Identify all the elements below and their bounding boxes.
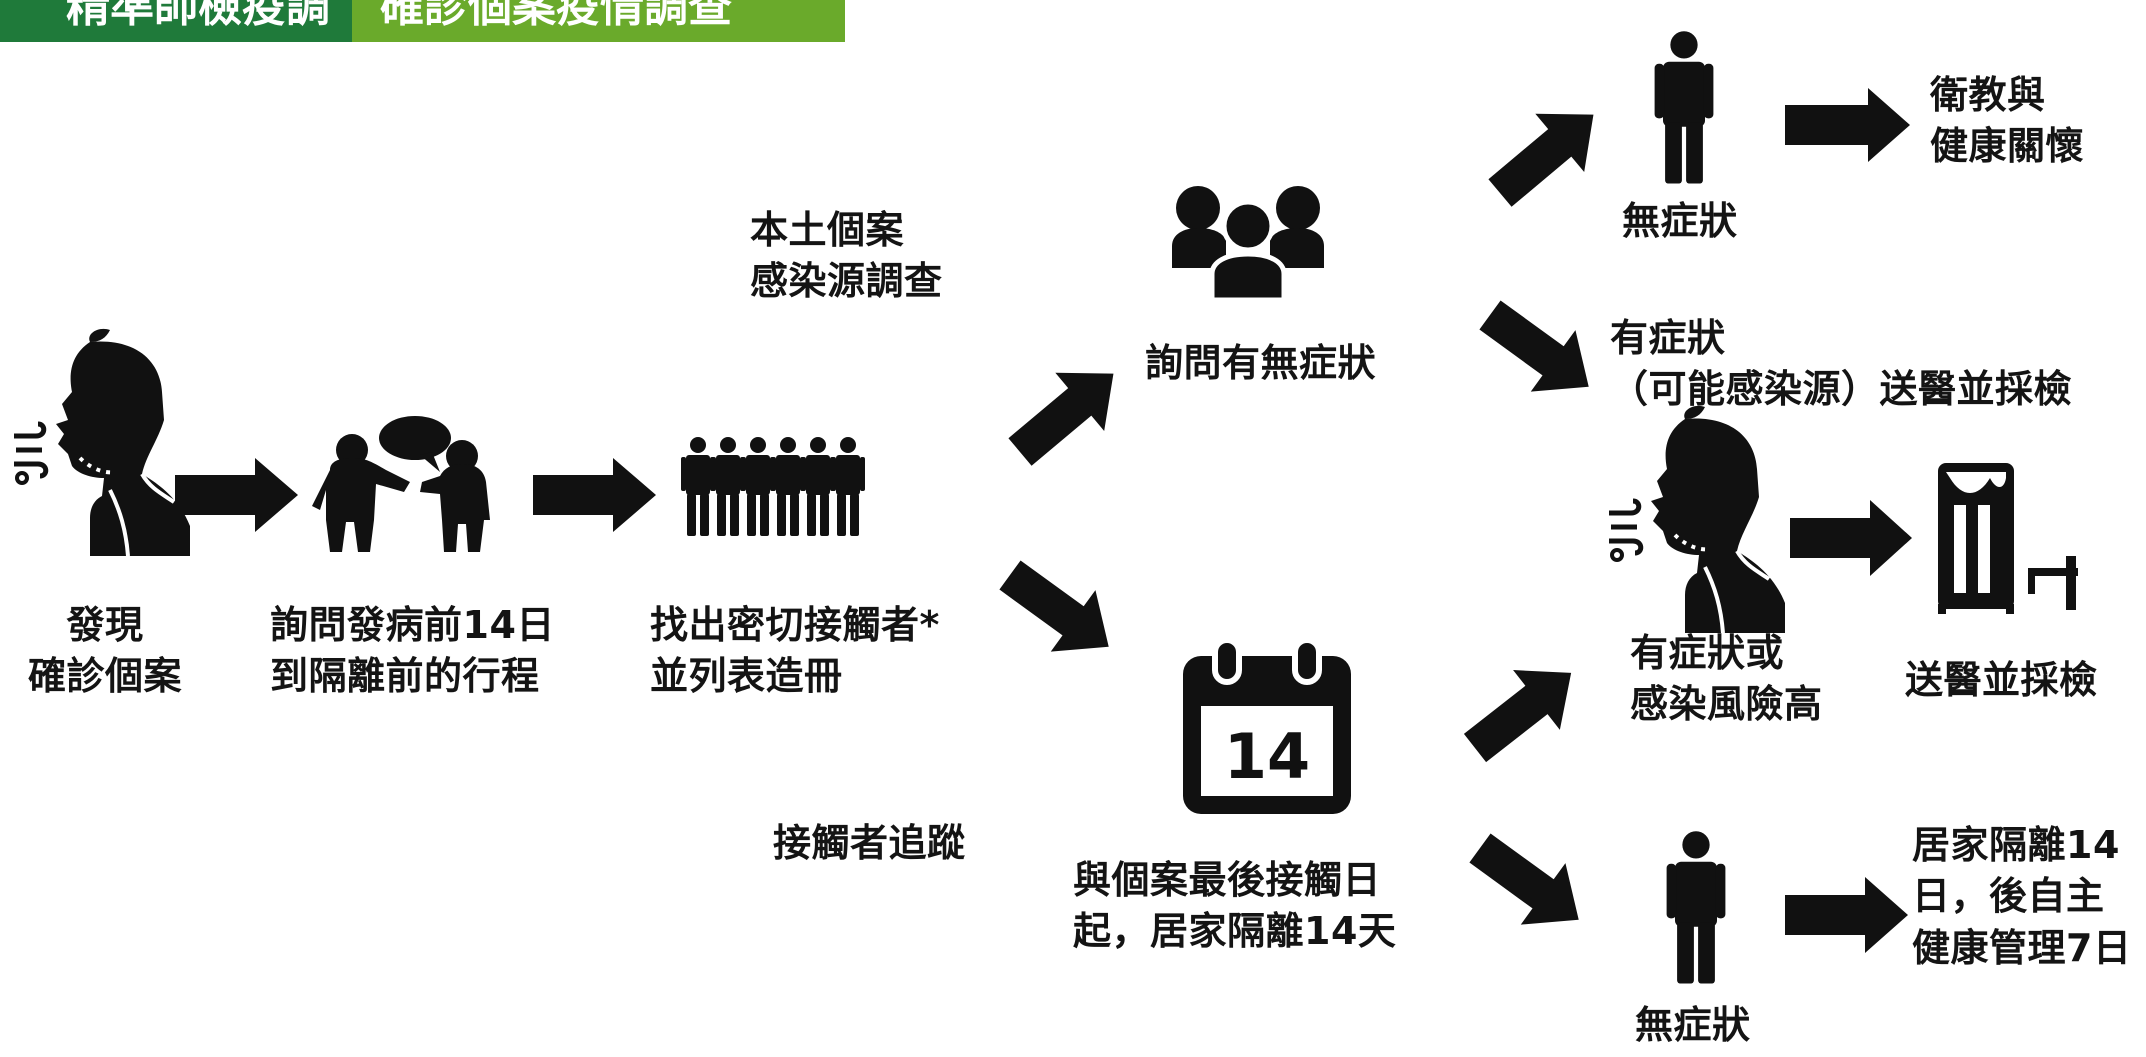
label-no-symptom-bottom: 無症狀 xyxy=(1635,1003,1751,1047)
crowd-icon xyxy=(681,437,865,536)
arrow-1 xyxy=(175,458,298,532)
arrow-down-top xyxy=(1479,300,1589,392)
label-local-source: 本土個案 感染源調查 xyxy=(750,208,943,304)
calendar-day: 14 xyxy=(1224,720,1310,793)
label-hospital-test: 送醫並採檢 xyxy=(1905,658,2098,702)
arrow-up-top xyxy=(1488,113,1594,207)
flow-arrows xyxy=(175,88,1912,953)
arrow-health-edu xyxy=(1785,88,1910,162)
arrow-up-mid xyxy=(1008,372,1114,466)
arrow-hospital xyxy=(1790,500,1912,576)
label-discover: 發現 確診個案 xyxy=(27,603,182,699)
arrow-down-mid xyxy=(999,560,1109,652)
header-right-text: 確診個案疫情調查 xyxy=(380,0,732,32)
arrow-2 xyxy=(533,458,656,532)
label-symptomatic-or-risk: 有症狀或 感染風險高 xyxy=(1630,631,1823,727)
calendar-icon: 14 xyxy=(1183,637,1351,814)
header-bar: 精準師檢疫調 確診個案疫情調查 xyxy=(0,0,845,42)
coughing-person-icon xyxy=(1609,406,1785,633)
arrow-up-bottom xyxy=(1463,670,1572,763)
arrow-down-bottom xyxy=(1469,833,1579,925)
conversation-icon xyxy=(312,416,490,552)
header-left-text: 精準師檢疫調 xyxy=(66,0,330,32)
arrow-self-health xyxy=(1785,877,1908,953)
label-health-edu: 衛教與 健康關懷 xyxy=(1930,73,2085,169)
group-icon xyxy=(1172,186,1324,303)
label-find-contacts: 找出密切接觸者* 並列表造冊 xyxy=(650,603,940,699)
header-segment-left: 精準師檢疫調 xyxy=(0,0,352,42)
label-no-symptom-top: 無症狀 xyxy=(1622,199,1738,243)
label-home-quarantine: 與個案最後接觸日 起，居家隔離14天 xyxy=(1073,858,1397,954)
person-icon xyxy=(1666,831,1726,984)
label-ask-symptoms: 詢問有無症狀 xyxy=(1145,341,1377,385)
header-segment-right: 確診個案疫情調查 xyxy=(352,0,845,42)
coughing-person-icon xyxy=(14,329,190,556)
hospital-bed-icon xyxy=(1938,463,2078,614)
label-contact-tracing: 接觸者追蹤 xyxy=(773,821,966,865)
label-symptomatic-source: 有症狀 （可能感染源）送醫並採檢 xyxy=(1610,316,2073,412)
label-ask-itinerary: 詢問發病前14日 到隔離前的行程 xyxy=(270,603,555,699)
person-icon xyxy=(1654,31,1714,184)
label-self-health: 居家隔離14 日，後自主 健康管理7日 xyxy=(1912,823,2132,970)
